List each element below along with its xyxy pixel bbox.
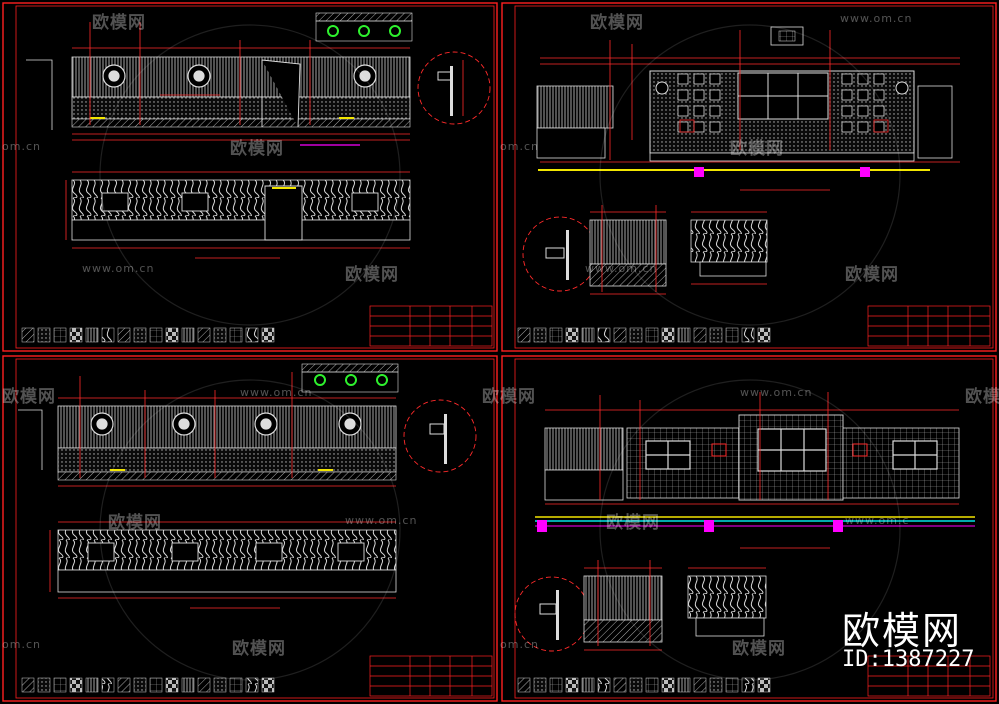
decorative-medallion-icons (102, 64, 377, 88)
material-legend-sheet-2 (517, 327, 771, 343)
sheet-3-wall-elevation (18, 363, 493, 697)
grid-panel-right (841, 73, 885, 133)
brand-id-label: ID:1387227 (842, 647, 975, 672)
sheet-2-wall-elevation (517, 26, 991, 347)
title-block-sheet-4 (867, 655, 991, 697)
material-legend-sheet-3 (21, 677, 275, 693)
brand-name: 欧模网 (842, 609, 963, 653)
title-block-sheet-3 (369, 655, 493, 697)
title-block-sheet-2 (867, 305, 991, 347)
sheet-1-wall-elevation (21, 12, 493, 347)
material-legend-sheet-4 (517, 677, 771, 693)
title-block-sheet-1 (369, 305, 493, 347)
window-frames (645, 428, 938, 472)
ceiling-light-icons (327, 25, 401, 37)
watermark-arcs (99, 24, 901, 681)
material-legend-sheet-1 (21, 327, 275, 343)
grid-panel-left (677, 73, 721, 133)
sheet-4-wall-elevation (514, 392, 991, 697)
ceiling-light-icons-2 (314, 374, 388, 386)
decorative-medallion-icons-2 (90, 412, 362, 436)
